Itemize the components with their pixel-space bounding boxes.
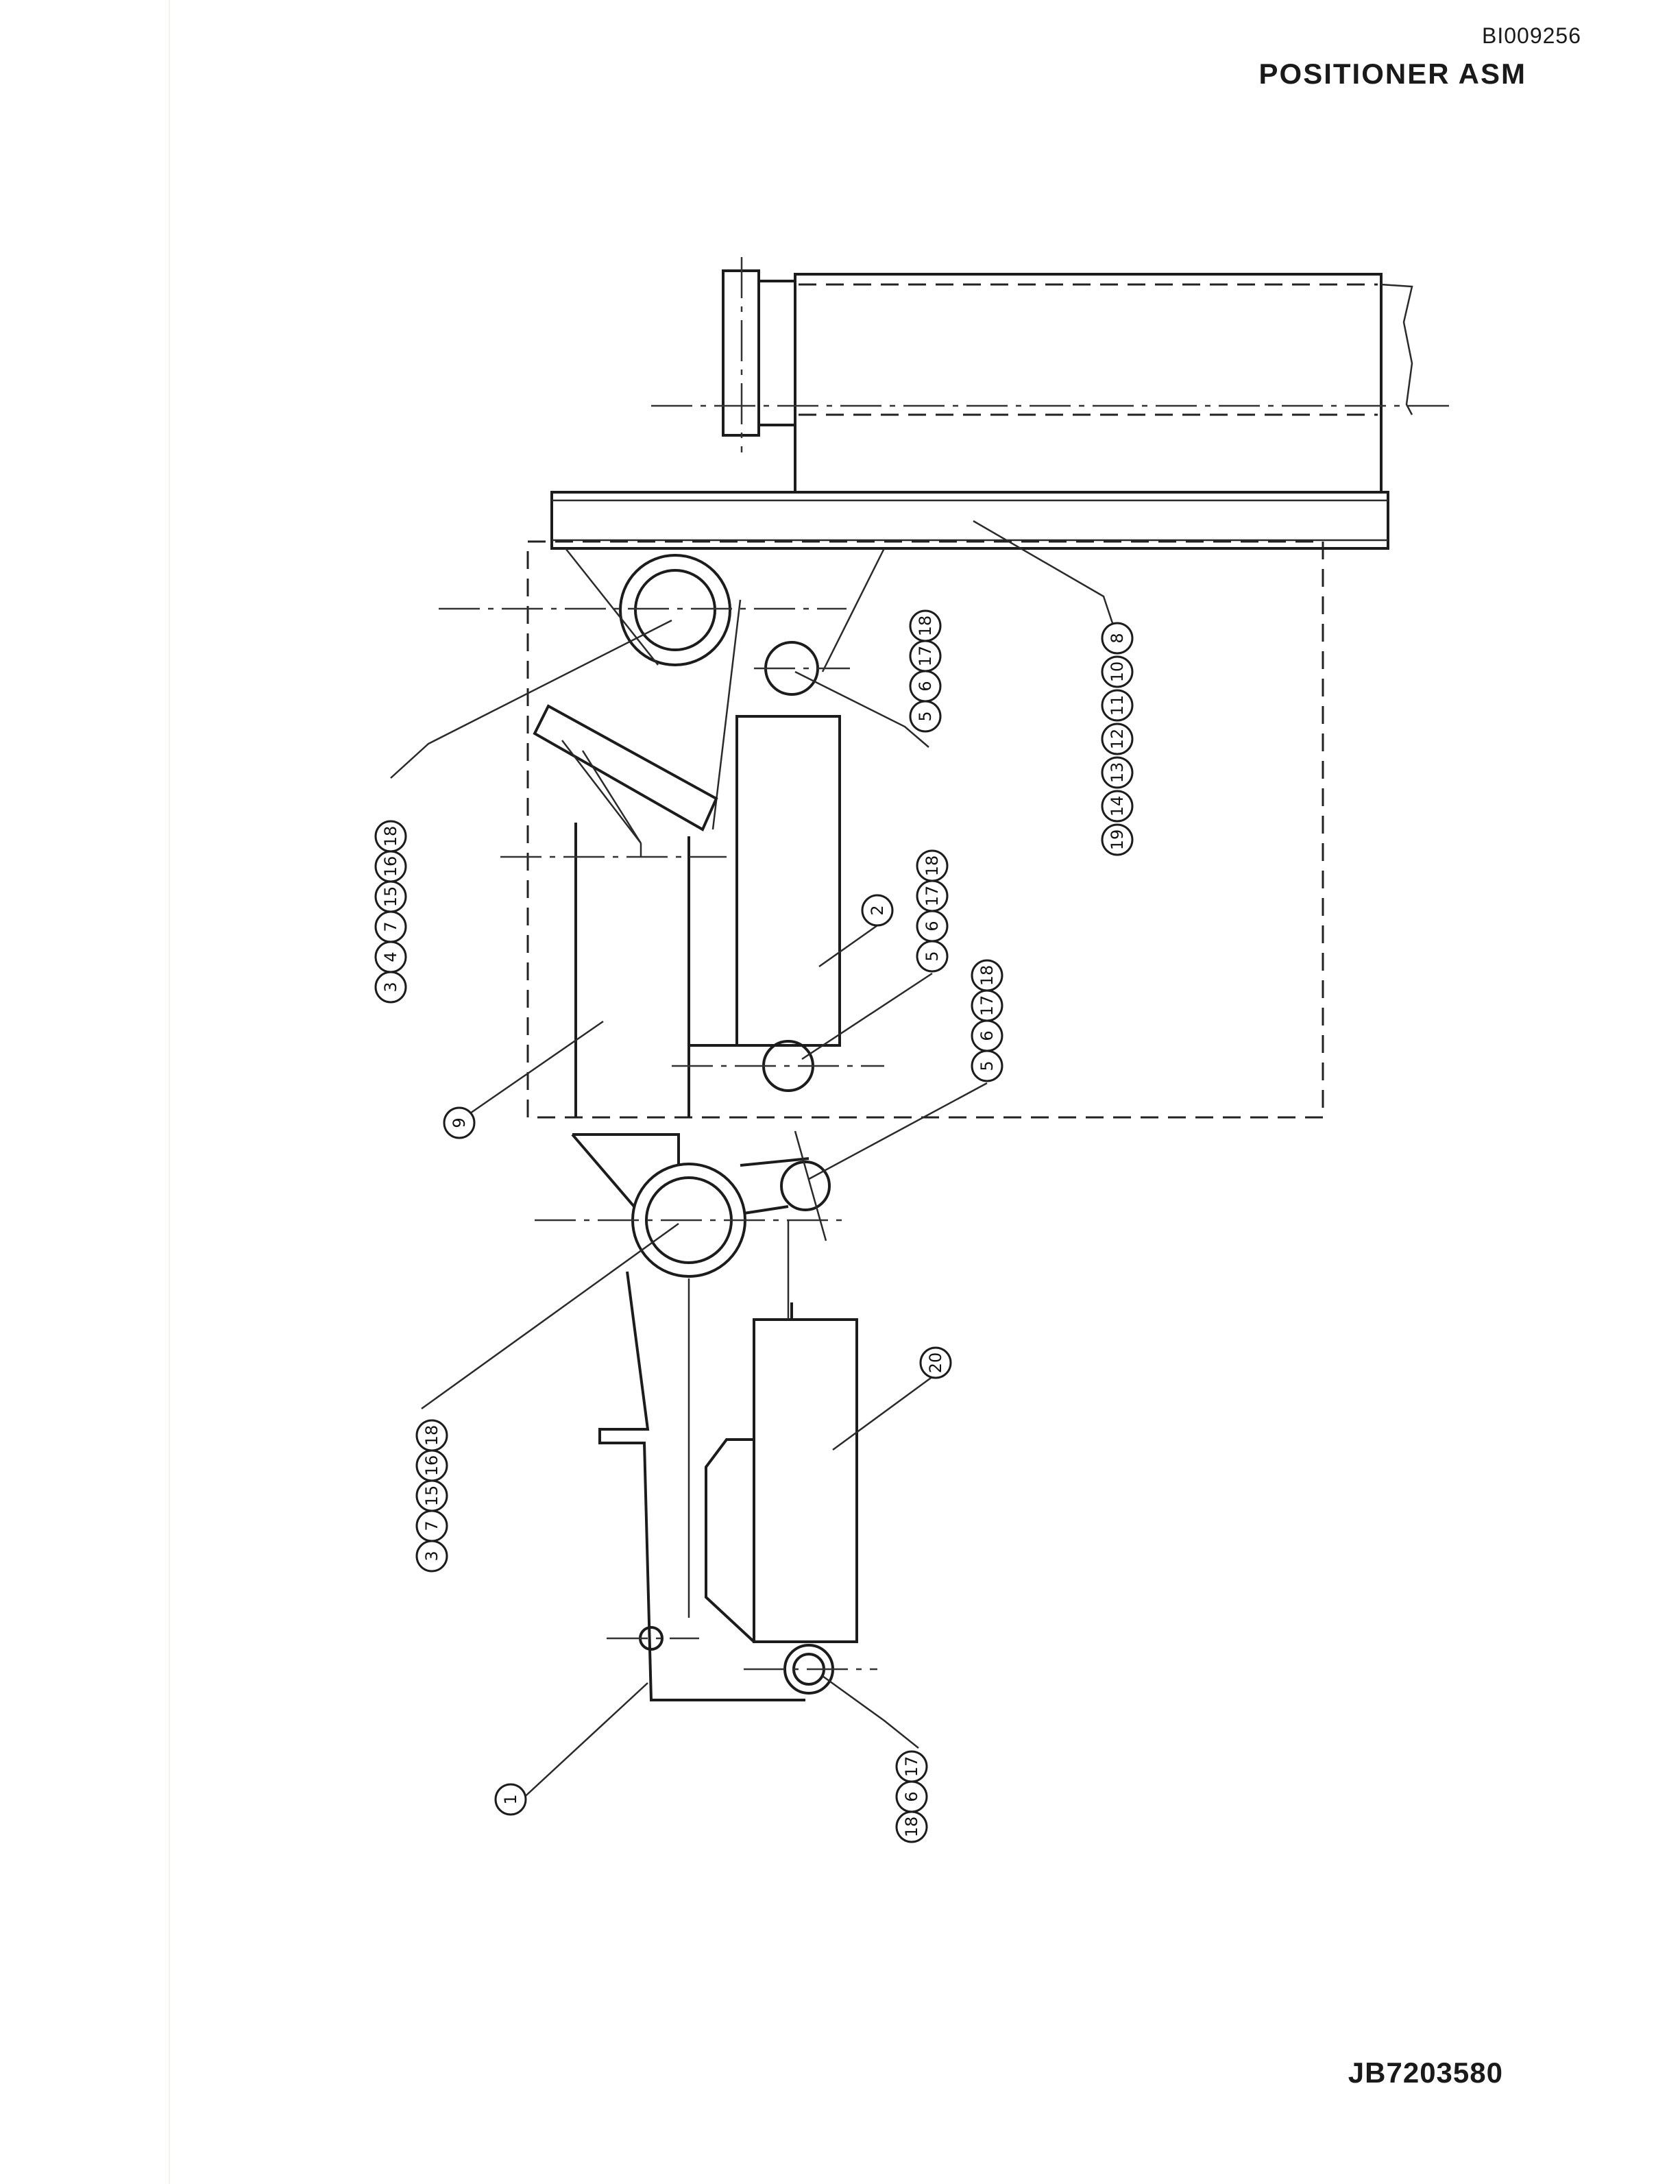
callout-number: 4: [381, 951, 400, 962]
callout-number: 3: [381, 982, 400, 992]
drawing-number: JB7203580: [1348, 2056, 1503, 2089]
callout-group-k: 18 6 17: [895, 1750, 928, 1843]
callout-number: 10: [1108, 662, 1127, 683]
callout-number: 15: [422, 1485, 441, 1507]
callout-number: 5: [977, 1060, 997, 1071]
callout-number: 20: [926, 1352, 945, 1374]
callout-number: 17: [916, 646, 935, 667]
callout-number: 6: [977, 1030, 997, 1041]
callout-number: 7: [422, 1520, 441, 1531]
callout-number: 17: [902, 1756, 921, 1777]
document-id: BI009256: [1481, 23, 1581, 48]
upper-cylinder: [500, 715, 841, 1117]
callout-bubbles: 3 4 7 15 16 18 5 6 17 18 19 14: [374, 609, 1134, 1843]
callout-number: 19: [1108, 829, 1127, 851]
callout-number: 13: [1108, 762, 1127, 784]
callout-group-g: 9: [443, 1106, 476, 1139]
callout-number: 6: [902, 1791, 921, 1801]
callout-group-e: 2: [861, 894, 894, 927]
callout-number: 18: [923, 856, 942, 877]
lower-cylinder: [705, 1220, 858, 1643]
callout-number: 5: [916, 711, 935, 721]
angled-bracket: [533, 704, 718, 857]
callout-group-j: 1: [494, 1783, 527, 1816]
lower-pin: [780, 1161, 831, 1211]
callout-number: 7: [381, 921, 400, 932]
lower-pivot: [535, 1133, 850, 1278]
callout-number: 6: [923, 921, 942, 931]
callout-number: 8: [1108, 633, 1127, 643]
lower-arm: [598, 1271, 805, 1701]
callout-number: 18: [422, 1425, 441, 1446]
boom-tube: [651, 257, 1457, 494]
callout-number: 2: [868, 905, 887, 915]
callout-number: 11: [1108, 695, 1127, 716]
callout-group-h: 3 7 15 16 18: [415, 1419, 448, 1573]
callout-group-c: 19 14 13 12 11 10 8: [1101, 622, 1134, 856]
callout-number: 18: [381, 826, 400, 847]
callout-group-f: 5 6 17 18: [971, 959, 1003, 1082]
mounting-bar: [550, 491, 1389, 550]
callout-number: 15: [381, 886, 400, 908]
callout-group-i: 20: [919, 1346, 952, 1379]
callout-number: 18: [902, 1817, 921, 1838]
callout-group-d: 5 6 17 18: [916, 849, 949, 973]
callout-number: 16: [381, 856, 400, 877]
callout-number: 18: [977, 965, 997, 986]
callout-number: 12: [1108, 729, 1127, 750]
callout-number: 6: [916, 681, 935, 691]
callout-number: 16: [422, 1455, 441, 1477]
upper-pivot: [439, 548, 886, 830]
callout-number: 17: [977, 995, 997, 1017]
callout-number: 1: [501, 1794, 520, 1804]
callout-group-a: 3 4 7 15 16 18: [374, 820, 407, 1004]
callout-number: 17: [923, 886, 942, 907]
callout-number: 9: [450, 1117, 469, 1128]
callout-number: 3: [422, 1551, 441, 1561]
callout-number: 18: [916, 616, 935, 637]
callout-number: 5: [923, 951, 942, 961]
leader-lines: [390, 520, 1119, 1810]
page-margin-line: [169, 0, 170, 2184]
callout-number: 14: [1108, 796, 1127, 817]
drawing-title: POSITIONER ASM: [1258, 58, 1526, 90]
callout-group-b: 5 6 17 18: [909, 609, 942, 733]
envelope-outline: [526, 540, 1324, 1119]
